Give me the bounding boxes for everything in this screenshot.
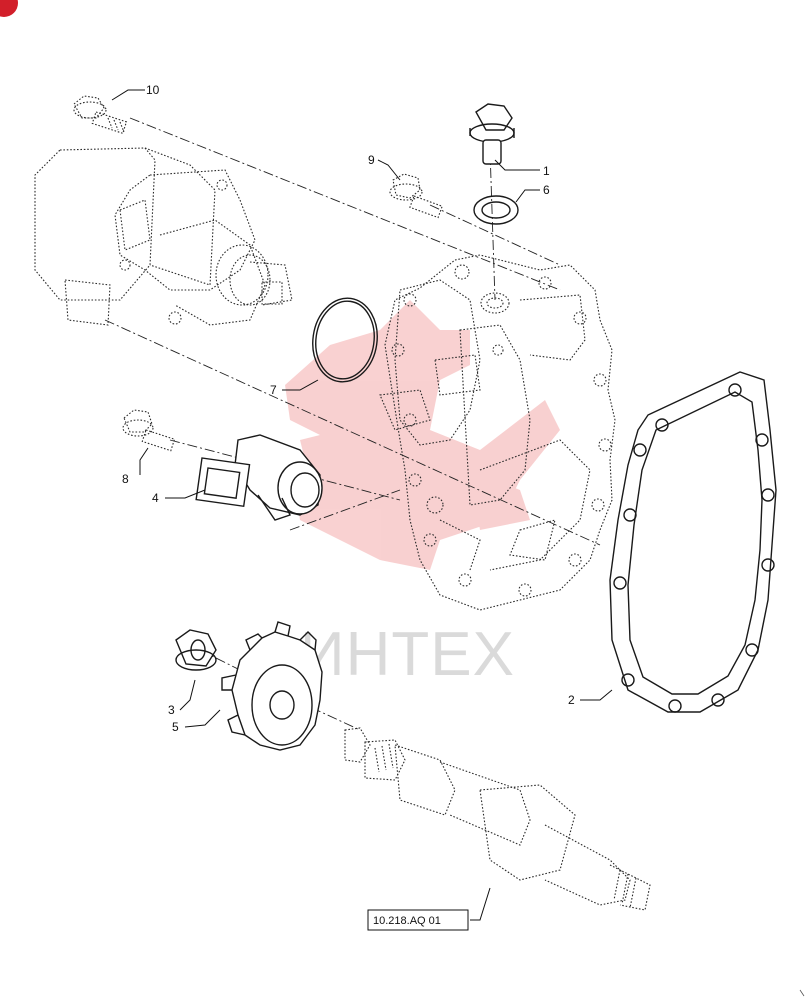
part-9-bolt[interactable] xyxy=(389,173,443,219)
watermark-logo xyxy=(285,300,560,570)
part-3-nut[interactable] xyxy=(175,629,217,671)
leader-lines xyxy=(111,89,613,921)
callout-1: 1 xyxy=(543,164,550,178)
part-5-gear[interactable] xyxy=(221,621,323,751)
corner-badge xyxy=(0,0,18,17)
part-1-bolt[interactable] xyxy=(469,103,515,165)
callout-7: 7 xyxy=(270,383,277,397)
part-6-washer[interactable] xyxy=(473,195,519,225)
reference-box-label: 10.218.AQ 01 xyxy=(373,915,441,927)
callout-10: 10 xyxy=(146,83,160,97)
reference-box[interactable]: 10.218.AQ 01 xyxy=(367,909,469,931)
callout-numbers: 10 1 6 9 7 8 4 3 5 2 xyxy=(122,83,575,734)
part-7-o-ring[interactable] xyxy=(307,294,382,386)
part-4-solenoid[interactable] xyxy=(195,434,323,521)
corner-mark xyxy=(799,989,805,997)
actuator-motor-assembly[interactable] xyxy=(34,147,293,326)
watermark-text: ИНТЕХ xyxy=(300,620,515,689)
callout-2: 2 xyxy=(568,693,575,707)
callout-4: 4 xyxy=(152,491,159,505)
callout-9: 9 xyxy=(368,153,375,167)
callout-6: 6 xyxy=(543,183,550,197)
callout-3: 3 xyxy=(168,703,175,717)
gear-housing[interactable] xyxy=(379,254,616,611)
output-shaft[interactable] xyxy=(344,727,651,911)
callout-5: 5 xyxy=(172,720,179,734)
callout-8: 8 xyxy=(122,472,129,486)
part-2-gasket[interactable] xyxy=(609,371,777,713)
part-8-bolt[interactable] xyxy=(122,409,176,452)
part-10-bolt[interactable] xyxy=(73,95,128,134)
